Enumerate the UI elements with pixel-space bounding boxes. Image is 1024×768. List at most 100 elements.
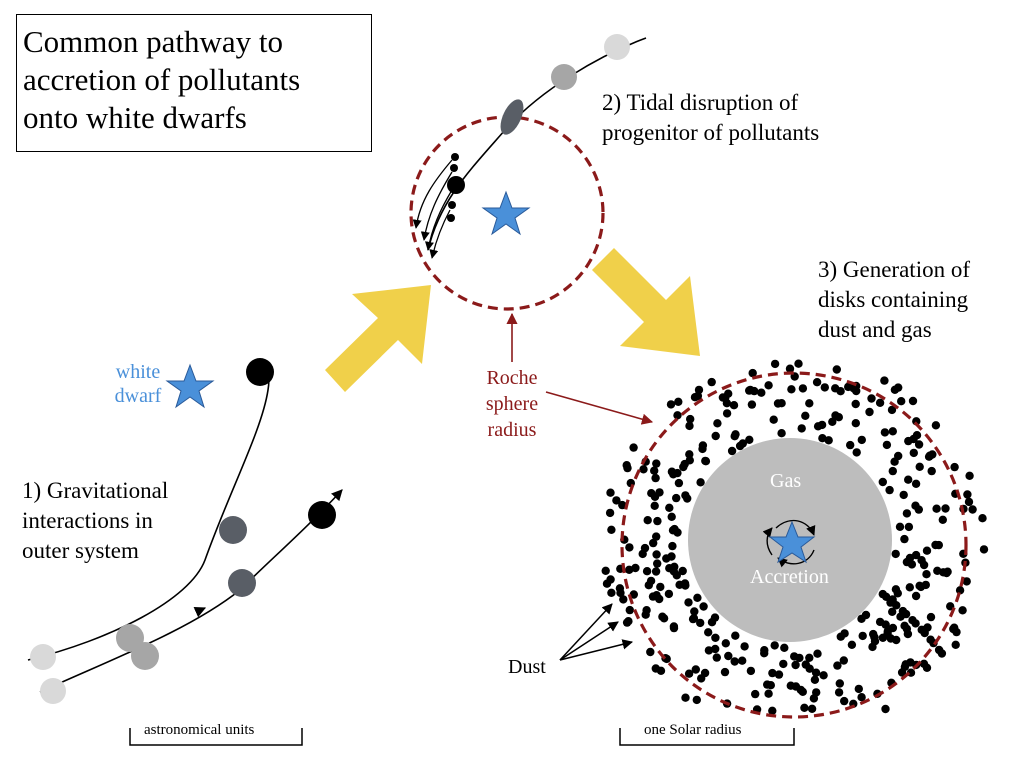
dust-particle bbox=[805, 399, 814, 408]
dust-particle bbox=[701, 456, 710, 466]
dust-particle bbox=[651, 473, 660, 483]
dust-particle bbox=[731, 430, 740, 439]
dust-particle bbox=[669, 622, 679, 631]
dust-particle bbox=[656, 666, 666, 675]
dust-particle bbox=[880, 428, 890, 437]
progenitor-faint bbox=[604, 34, 630, 60]
dust-particle bbox=[652, 532, 661, 541]
dust-particle bbox=[730, 657, 739, 666]
dust-particle bbox=[722, 409, 732, 418]
dust-particle bbox=[615, 584, 625, 593]
dust-particle bbox=[690, 607, 699, 616]
dust-particle bbox=[819, 671, 828, 680]
dust-particle bbox=[622, 618, 632, 627]
dust-particle bbox=[601, 566, 610, 575]
dust-particle bbox=[923, 623, 932, 632]
dust-particle bbox=[650, 492, 660, 501]
dust-particle bbox=[919, 659, 929, 668]
dust-particle bbox=[750, 386, 759, 396]
roche-circle-large bbox=[620, 371, 968, 719]
dust-particle bbox=[678, 566, 687, 576]
dust-particle bbox=[833, 661, 842, 670]
dust-particle bbox=[798, 687, 807, 696]
dust-particle bbox=[849, 384, 858, 393]
dust-particle bbox=[774, 670, 784, 679]
step-3-line: dust and gas bbox=[818, 317, 932, 342]
roche-pointer-right bbox=[545, 391, 654, 425]
dust-particle bbox=[649, 538, 658, 548]
dust-particle bbox=[684, 669, 694, 678]
dust-particle bbox=[852, 448, 861, 457]
panel-2-disruption bbox=[409, 34, 647, 311]
dust-particle bbox=[915, 581, 924, 590]
dust-particle bbox=[785, 364, 795, 373]
dust-particle bbox=[606, 575, 615, 584]
dust-particle bbox=[724, 651, 733, 661]
step-3-line: 3) Generation of bbox=[818, 257, 970, 282]
fragment bbox=[451, 153, 459, 161]
dust-particle bbox=[650, 501, 659, 510]
dust-particle bbox=[673, 528, 682, 537]
dust-particle bbox=[839, 656, 848, 665]
dust-particle bbox=[887, 405, 897, 415]
dust-particle bbox=[919, 560, 929, 570]
dust-particle bbox=[818, 434, 827, 443]
roche-line: Roche bbox=[486, 367, 538, 389]
dust-particles bbox=[601, 359, 989, 715]
dust-particle bbox=[888, 466, 897, 476]
trajectory-2 bbox=[39, 489, 343, 693]
dust-particle bbox=[607, 588, 616, 597]
dust-particle bbox=[648, 592, 658, 601]
dust-particle bbox=[640, 543, 650, 553]
dust-particle bbox=[922, 546, 932, 555]
dust-particle bbox=[668, 541, 677, 551]
dust-particle bbox=[673, 411, 682, 420]
dust-particle bbox=[807, 704, 817, 713]
dust-particle bbox=[605, 508, 615, 518]
dust-particle bbox=[931, 421, 941, 430]
roche-pointers bbox=[506, 312, 654, 425]
dust-particle bbox=[746, 666, 756, 676]
dust-particle bbox=[801, 411, 810, 420]
dust-particle bbox=[911, 619, 920, 628]
dust-particle bbox=[768, 706, 777, 715]
dust-particle bbox=[652, 550, 661, 559]
dust-particle bbox=[727, 446, 737, 456]
dust-particle bbox=[704, 628, 713, 637]
dust-particle bbox=[882, 440, 892, 450]
dust-particle bbox=[631, 563, 640, 573]
dust-particle bbox=[729, 401, 739, 410]
dust-particle bbox=[914, 440, 924, 449]
dust-particle bbox=[674, 478, 684, 488]
dust-particle bbox=[904, 436, 913, 446]
dust-particle bbox=[902, 509, 912, 518]
dust-particle bbox=[847, 640, 857, 649]
dust-particle bbox=[672, 493, 681, 503]
dust-particle bbox=[880, 376, 889, 385]
fragment-arrow bbox=[429, 209, 451, 259]
gas-label: Gas bbox=[770, 470, 802, 492]
step-1-line: outer system bbox=[22, 538, 139, 563]
dust-particle bbox=[607, 525, 616, 534]
fragment-arrow bbox=[420, 171, 453, 241]
dust-particle bbox=[888, 595, 897, 604]
dust-particle bbox=[672, 571, 681, 580]
dust-particle bbox=[968, 505, 977, 514]
dust-particle bbox=[738, 439, 747, 448]
dust-particle bbox=[832, 365, 841, 374]
dust-particle bbox=[696, 478, 705, 487]
fragment-arrow bbox=[412, 159, 453, 229]
arrow-1-to-2 bbox=[325, 285, 431, 392]
dust-particle bbox=[681, 581, 690, 590]
dust-particle bbox=[662, 554, 671, 563]
white-dwarf-star-icon bbox=[165, 363, 215, 409]
dust-particle bbox=[764, 689, 773, 698]
dust-particle bbox=[685, 421, 694, 431]
dust-particle bbox=[870, 633, 879, 642]
yellow-arrows bbox=[325, 248, 700, 392]
roche-sphere-label: Roche sphere radius bbox=[470, 365, 554, 443]
dust-particle bbox=[711, 633, 720, 642]
dust-particle bbox=[619, 595, 628, 604]
dust-particle bbox=[690, 393, 700, 402]
